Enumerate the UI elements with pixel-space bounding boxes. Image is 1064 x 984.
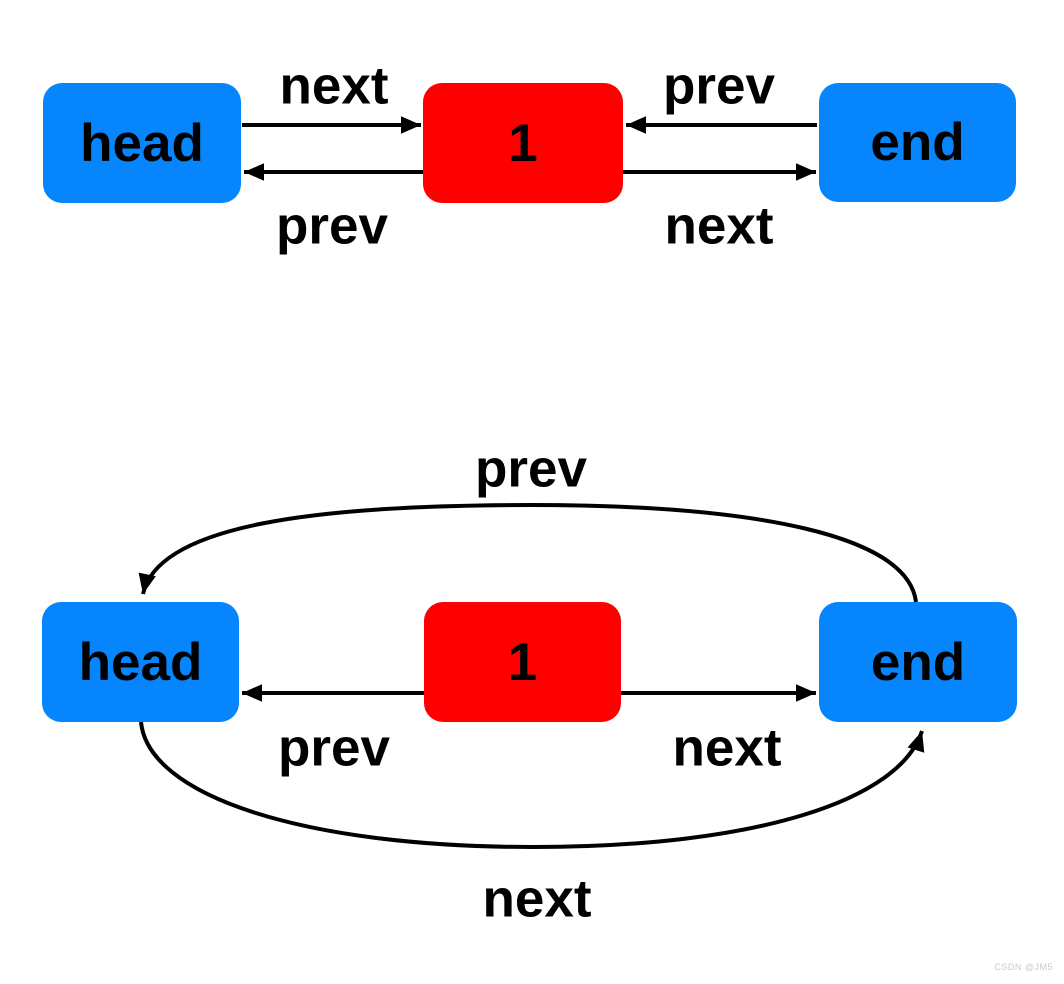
bottom-prev-label: prev (278, 718, 390, 778)
top-value-node: 1 (423, 83, 623, 203)
bottom-next-curve-label: next (482, 869, 592, 929)
bottom-next-label: next (672, 718, 782, 778)
top-head-node: head (43, 83, 241, 203)
top-prev-label-left: prev (276, 196, 388, 256)
node-label: end (870, 113, 965, 172)
node-label: 1 (508, 113, 538, 173)
node-label: 1 (507, 632, 538, 692)
watermark: CSDN @JM5 (994, 962, 1053, 972)
top-next-label-left: next (279, 56, 389, 116)
bottom-value-node: 1 (424, 602, 621, 722)
top-next-label-right: next (664, 196, 774, 256)
node-label: end (870, 632, 966, 692)
bottom-head-node: head (42, 602, 239, 722)
curve-bottom-head-next-to-end (139, 721, 925, 850)
top-prev-label-right: prev (663, 56, 775, 116)
node-label: head (78, 632, 203, 692)
bottom-prev-curve-label: prev (475, 439, 587, 499)
top-end-node: end (819, 83, 1016, 202)
bottom-end-node: end (819, 602, 1017, 722)
node-label: head (80, 113, 204, 173)
curve-bottom-end-prev-to-head (138, 502, 918, 603)
